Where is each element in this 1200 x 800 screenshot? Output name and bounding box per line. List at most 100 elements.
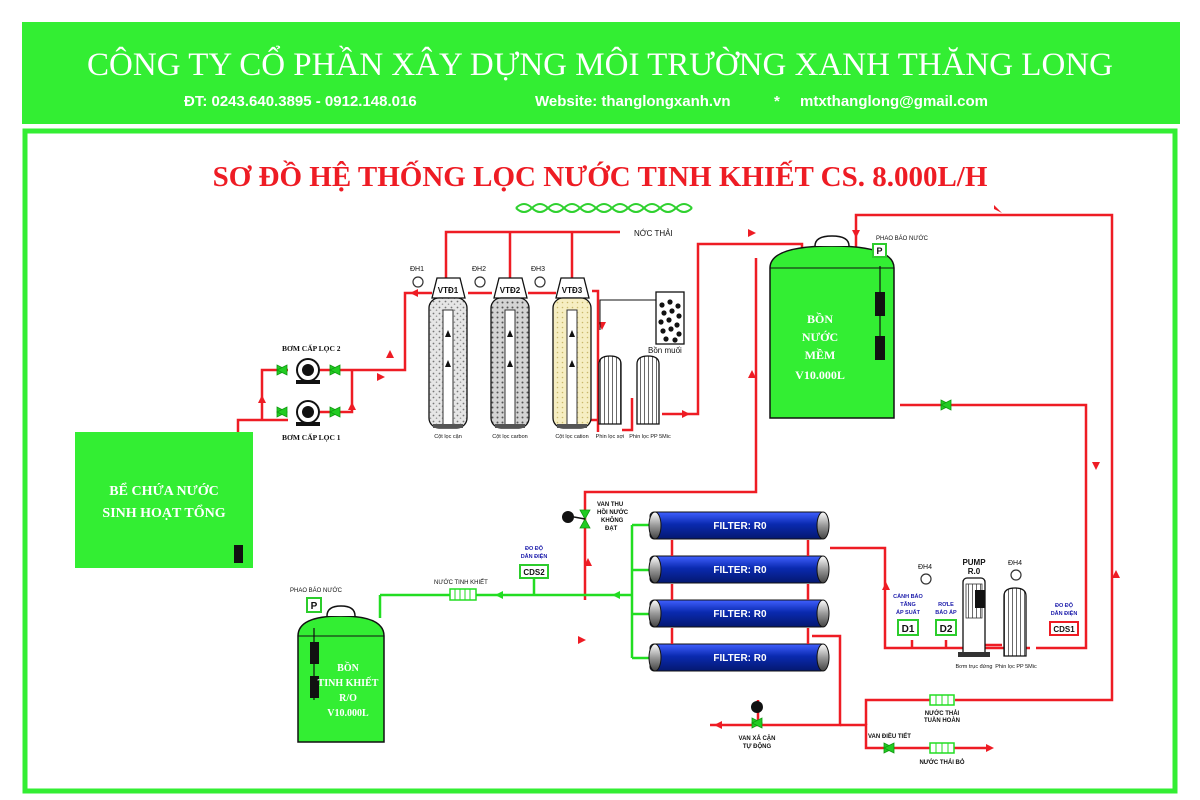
header-separator: *	[774, 93, 780, 110]
cartridge-pp-label: Phin lọc PP 5Mic	[629, 434, 671, 440]
cds2-label-2: DẪN ĐIỆN	[521, 552, 548, 560]
cds1-label-2: DẪN ĐIỆN	[1051, 609, 1078, 617]
recovery-valve-actuator-icon	[562, 511, 586, 523]
soft-tank-label-2: NƯỚC	[802, 330, 838, 344]
d2-label-2: BÁO ÁP	[935, 609, 957, 616]
discharge-flowmeter	[929, 742, 955, 754]
ball-valve-icons	[276, 364, 952, 754]
d1-label-1: CẢNH BÁO	[893, 593, 923, 600]
cds2-label-1: ĐO ĐỘ	[525, 544, 544, 552]
column-sediment	[428, 277, 468, 429]
conductivity-meter-1	[1049, 621, 1079, 636]
cartridge-pp-ro	[1003, 587, 1027, 657]
pure-water-label: NƯỚC TINH KHIẾT	[434, 579, 488, 586]
float-switch-1	[872, 243, 887, 258]
feed-tank-label-1: BỂ CHỨA NƯỚC	[109, 481, 218, 499]
gauge-dh4b-label: ĐH4	[1008, 560, 1022, 567]
soft-tank-label-3: MỀM	[805, 347, 836, 362]
pure-water-tank	[297, 605, 385, 743]
cartridge-fiber	[598, 355, 622, 425]
d2-label-1: RƠLE	[938, 602, 954, 608]
flow-arrows-green	[495, 591, 620, 599]
soft-water-tank	[769, 235, 895, 419]
pure-tank-label-4: V10.000L	[327, 708, 369, 719]
flush-valve-label-2: TỰ ĐỘNG	[743, 742, 772, 750]
diagram-title: SƠ ĐỒ HỆ THỐNG LỌC NƯỚC TINH KHIẾT CS. 8…	[213, 159, 988, 193]
column-cation-label: Cột lọc cation	[555, 434, 588, 440]
recirc-label-1: NƯỚC THẢI	[925, 709, 960, 717]
cartridge-pp-ro-label: Phin lọc PP 5Mic	[995, 664, 1037, 670]
float-switch-1-symbol: P	[876, 246, 882, 256]
pure-water-flowmeter	[449, 588, 477, 601]
d1-label-3: ÁP SUẤT	[896, 609, 921, 616]
membrane-manifold	[670, 540, 810, 644]
salt-tank-label: Bồn muối	[648, 346, 682, 355]
auto-flush-valve-actuator-icon	[751, 701, 763, 713]
discharge-label: NƯỚC THẢI BỎ	[919, 758, 964, 766]
valve-vtd2-label: VTĐ2	[500, 286, 521, 295]
header-website: Website: thanglongxanh.vn	[535, 93, 731, 110]
valve-vtd3-label: VTĐ3	[562, 286, 583, 295]
company-name: CÔNG TY CỔ PHẦN XÂY DỰNG MÔI TRƯỜNG XANH…	[87, 44, 1113, 83]
diagram-frame	[22, 128, 1178, 794]
d1-symbol: D1	[902, 624, 915, 635]
pure-tank-label-3: R/O	[339, 693, 357, 704]
cds2-symbol: CDS2	[523, 568, 545, 577]
recovery-valve-label-3: KHÔNG	[601, 516, 624, 524]
header-email: mtxthanglong@gmail.com	[800, 93, 988, 110]
column-carbon-label: Cột lọc carbon	[492, 434, 527, 440]
feed-tank	[75, 432, 253, 568]
column-sediment-label: Cột lọc cặn	[434, 434, 462, 440]
ro-membrane-1	[648, 511, 830, 540]
header-banner	[22, 22, 1180, 124]
column-carbon	[490, 277, 530, 429]
recovery-valve-label-4: ĐẠT	[605, 526, 618, 532]
ro-membrane-3	[648, 599, 830, 628]
d2-symbol: D2	[940, 624, 953, 635]
gauge-dh4a-label: ĐH4	[918, 564, 932, 571]
booster-pump-label: Bơm trục đứng	[956, 664, 993, 670]
gauge-dh3-label: ĐH3	[531, 266, 545, 273]
cartridge-pp	[636, 355, 660, 425]
pressure-relay-d2	[935, 619, 957, 636]
pump-ro-label-2: R.0	[968, 567, 981, 576]
recirc-flowmeter	[929, 694, 955, 706]
d1-label-2: TĂNG	[900, 601, 916, 608]
ornament-divider	[515, 203, 693, 213]
treated-water-piping	[378, 523, 652, 660]
pure-tank-label-2: TINH KHIẾT	[318, 676, 379, 689]
valve-vtd1-label: VTĐ1	[438, 286, 459, 295]
pressure-alarm-d1	[897, 619, 919, 636]
cds1-symbol: CDS1	[1053, 625, 1075, 634]
recirc-label-2: TUẦN HOÀN	[924, 717, 960, 724]
cartridge-fiber-label: Phin lọc sợi	[596, 434, 625, 440]
ro-booster-pump	[958, 577, 990, 657]
feed-pump-1	[296, 400, 320, 426]
recovery-valve-label-1: VAN THU	[597, 502, 623, 508]
waste-label: NỚC THẢI	[634, 229, 673, 238]
cds1-label-1: ĐO ĐỘ	[1055, 601, 1074, 609]
flush-valve-label-1: VAN XẢ CẶN	[739, 735, 776, 742]
ro-membrane-3-label: FILTER: R0	[713, 609, 767, 620]
pressure-gauge-icons	[412, 276, 1022, 585]
soft-tank-label-4: V10.000L	[795, 368, 845, 382]
ro-membrane-2-label: FILTER: R0	[713, 565, 767, 576]
pure-tank-label-1: BỒN	[337, 661, 359, 674]
ro-membrane-2	[648, 555, 830, 584]
column-flow-arrows	[445, 330, 575, 367]
ro-membrane-1-label: FILTER: R0	[713, 521, 767, 532]
ro-membrane-4	[648, 643, 830, 672]
feed-tank-label-2: SINH HOẠT TỔNG	[102, 503, 225, 521]
adjust-valve-label: VAN ĐIỀU TIẾT	[868, 733, 911, 740]
feed-pump-2	[296, 358, 320, 384]
recovery-valve-label-2: HỒI NƯỚC	[597, 508, 629, 516]
pump1-label: BƠM CẤP LỌC 1	[282, 432, 341, 442]
gauge-dh1-label: ĐH1	[410, 266, 424, 273]
conductivity-meter-2	[519, 564, 549, 579]
gauge-dh2-label: ĐH2	[472, 266, 486, 273]
float-switch-2-label: PHAO BÁO NƯỚC	[290, 587, 343, 594]
soft-tank-label-1: BỒN	[807, 311, 833, 326]
float-switch-2	[306, 597, 322, 613]
foot-valve-icon	[234, 545, 243, 563]
